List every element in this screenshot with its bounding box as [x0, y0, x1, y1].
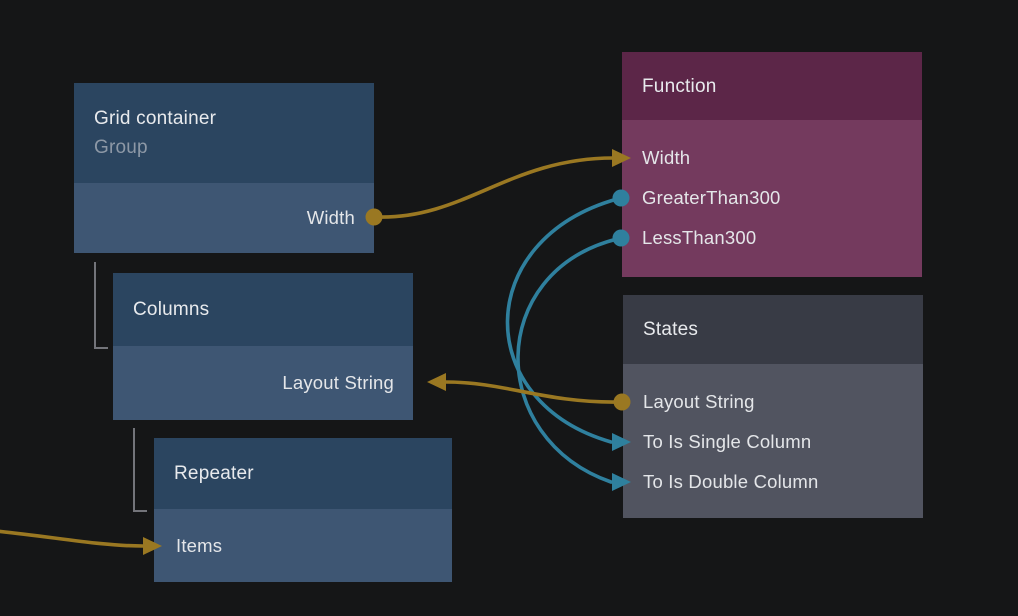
node-repeater-header: Repeater: [154, 438, 452, 509]
node-states-body: Layout String To Is Single Column To Is …: [623, 364, 923, 518]
node-title: Grid container: [94, 108, 217, 129]
port-to-is-double-column-input[interactable]: To Is Double Column: [643, 471, 819, 492]
node-grid-container-header: Grid container Group: [74, 83, 374, 183]
port-to-is-single-column-input[interactable]: To Is Single Column: [643, 431, 812, 452]
port-arrow-columns-layout-string-input[interactable]: [427, 373, 446, 391]
node-subtitle: Group: [94, 137, 148, 158]
node-columns[interactable]: Columns Layout String: [113, 273, 413, 420]
node-function[interactable]: Function Width GreaterThan300 LessThan30…: [622, 52, 922, 277]
node-states-header: States: [623, 295, 923, 364]
node-title: States: [643, 319, 699, 340]
node-grid-container[interactable]: Grid container Group Width: [74, 83, 374, 253]
port-lessthan300-output[interactable]: LessThan300: [642, 227, 757, 248]
node-columns-body: Layout String: [113, 346, 413, 420]
node-function-body: Width GreaterThan300 LessThan300: [622, 120, 922, 277]
hierarchy-line-columns-to-repeater: [133, 428, 147, 512]
node-function-header: Function: [622, 52, 922, 120]
node-repeater-body: Items: [154, 509, 452, 582]
wire-offscreen-to-repeater-items[interactable]: [0, 529, 145, 548]
port-layout-string-output[interactable]: Layout String: [643, 391, 755, 412]
wire-lessthan300-to-isdoublecolumn[interactable]: [516, 237, 619, 484]
node-grid-container-body: Width: [74, 183, 374, 253]
wire-layoutstring-to-columns[interactable]: [444, 380, 620, 404]
port-layout-string-input[interactable]: Layout String: [282, 372, 394, 393]
wire-gridwidth-to-functionwidth[interactable]: [376, 156, 615, 219]
node-repeater[interactable]: Repeater Items: [154, 438, 452, 582]
port-width-input[interactable]: Width: [642, 147, 691, 168]
port-width-output[interactable]: Width: [306, 207, 355, 228]
wire-greaterthan300-to-issinglecolumn[interactable]: [505, 197, 619, 444]
node-columns-header: Columns: [113, 273, 413, 346]
node-states[interactable]: States Layout String To Is Single Column…: [623, 295, 923, 518]
node-title: Repeater: [174, 463, 254, 484]
port-items-input[interactable]: Items: [176, 534, 223, 556]
hierarchy-line-grid-to-columns: [94, 262, 108, 349]
port-greaterthan300-output[interactable]: GreaterThan300: [642, 187, 781, 208]
node-title: Function: [642, 75, 717, 97]
node-title: Columns: [133, 299, 210, 320]
